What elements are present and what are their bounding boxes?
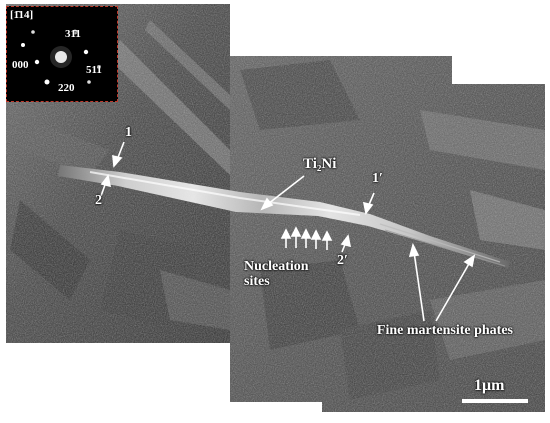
spot-220-label: 220 [58,82,75,94]
annotation-arrows [100,141,476,322]
label-fine-martensite: Fine martensite phates [376,323,513,338]
label-1: 1 [125,125,132,140]
label-2: 2 [95,193,102,208]
zone-axis-label: [1̄14] [10,9,34,21]
diffraction-spots [21,29,101,85]
ti2ni-precipitate [58,165,510,268]
spot-311-label: 31̄1 [65,28,81,40]
spot-000-label: 000 [12,59,29,71]
scale-bar-label: 1μm [474,377,505,394]
saed-pattern-inset: [1̄14] 31̄1 000 511 220 [6,6,118,102]
scale-bar [462,399,528,403]
label-2-prime: 2′ [337,253,348,268]
label-nucleation-sites: Nucleation sites [244,259,309,289]
label-ti2ni: Ti₂Ni [303,156,337,172]
right-panel [230,56,545,412]
label-1-prime: 1′ [372,171,383,186]
spot-511-label: 511 [86,64,102,76]
